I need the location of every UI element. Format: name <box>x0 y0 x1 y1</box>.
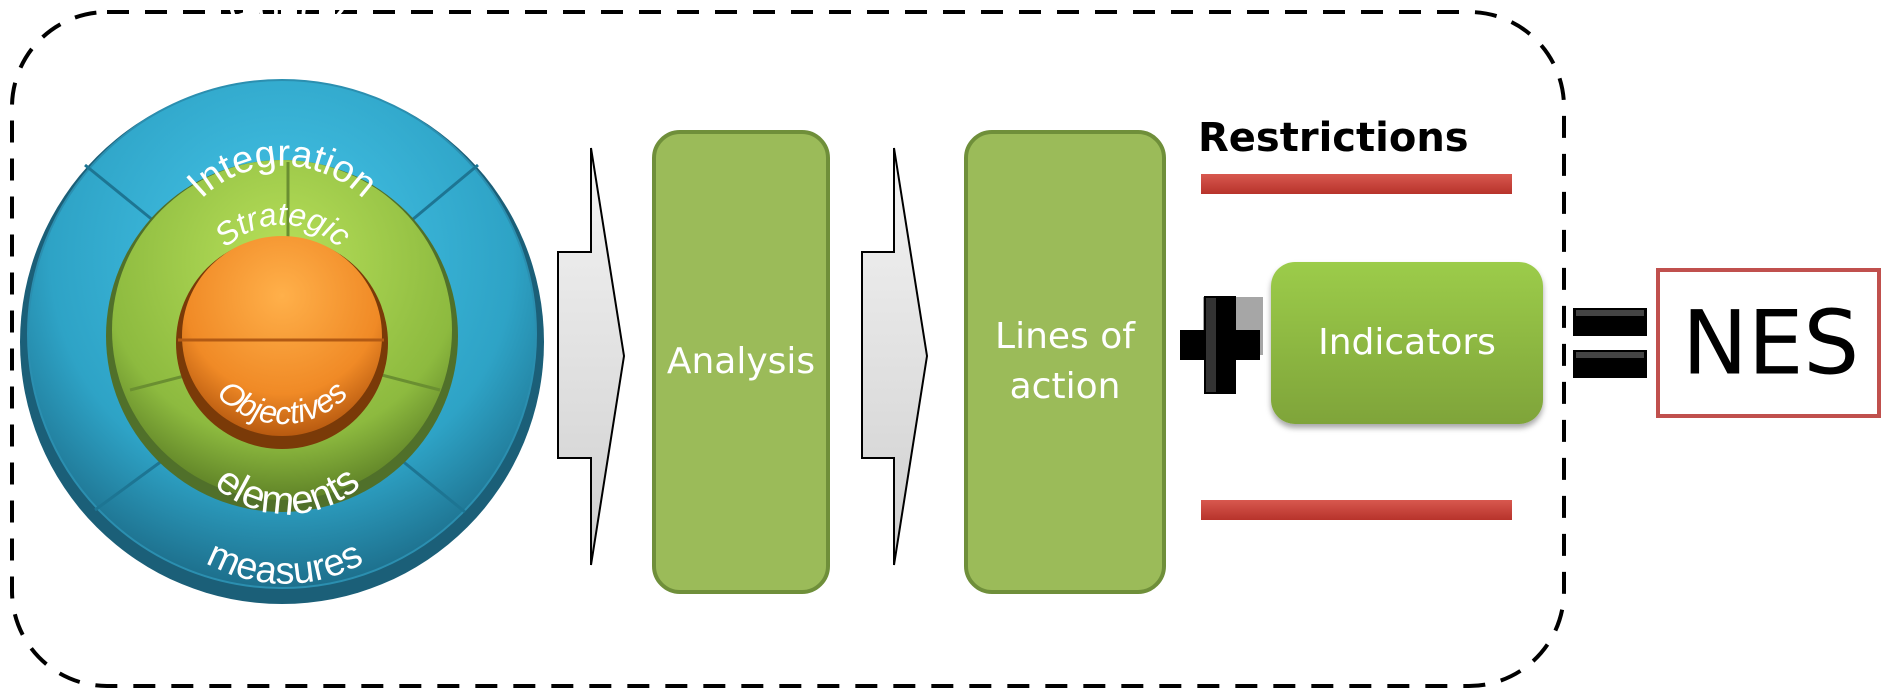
lines-of-action-box: Lines of action <box>964 130 1166 594</box>
label-integration: Integration <box>179 133 385 206</box>
label-objectives: Objectives <box>211 373 354 431</box>
svg-text:Policy: Policy <box>222 0 348 39</box>
svg-text:Objectives: Objectives <box>211 373 354 431</box>
lines-of-action-line2: action <box>1009 366 1121 407</box>
label-policy: Policy <box>222 0 348 39</box>
label-elements: elements <box>208 458 368 524</box>
svg-text:Integration: Integration <box>179 133 385 206</box>
analysis-label: Analysis <box>666 341 816 382</box>
dashed-boundary <box>10 10 1566 688</box>
label-measures: measures <box>201 533 369 593</box>
arrow-shape-2 <box>861 147 929 566</box>
plus-icon <box>1180 296 1263 394</box>
nes-label: NES <box>1682 291 1860 395</box>
svg-text:Strategic: Strategic <box>208 196 359 254</box>
concentric-circle-graphic <box>20 79 544 604</box>
label-strategic: Strategic <box>208 196 359 254</box>
analysis-box: Analysis <box>652 130 830 594</box>
equals-icon <box>1573 308 1647 378</box>
indicators-box: Indicators <box>1271 262 1543 424</box>
lines-of-action-line1: Lines of <box>995 316 1135 357</box>
restriction-bar-bottom <box>1201 500 1512 520</box>
arrow-shape-1 <box>557 147 626 566</box>
svg-text:measures: measures <box>201 533 369 593</box>
nes-result-box: NES <box>1656 268 1881 418</box>
restriction-bar-top <box>1201 174 1512 194</box>
indicators-label: Indicators <box>1318 322 1496 363</box>
restrictions-label: Restrictions <box>1198 115 1469 161</box>
lines-of-action-label: Lines of action <box>968 312 1162 412</box>
svg-text:elements: elements <box>208 458 368 524</box>
